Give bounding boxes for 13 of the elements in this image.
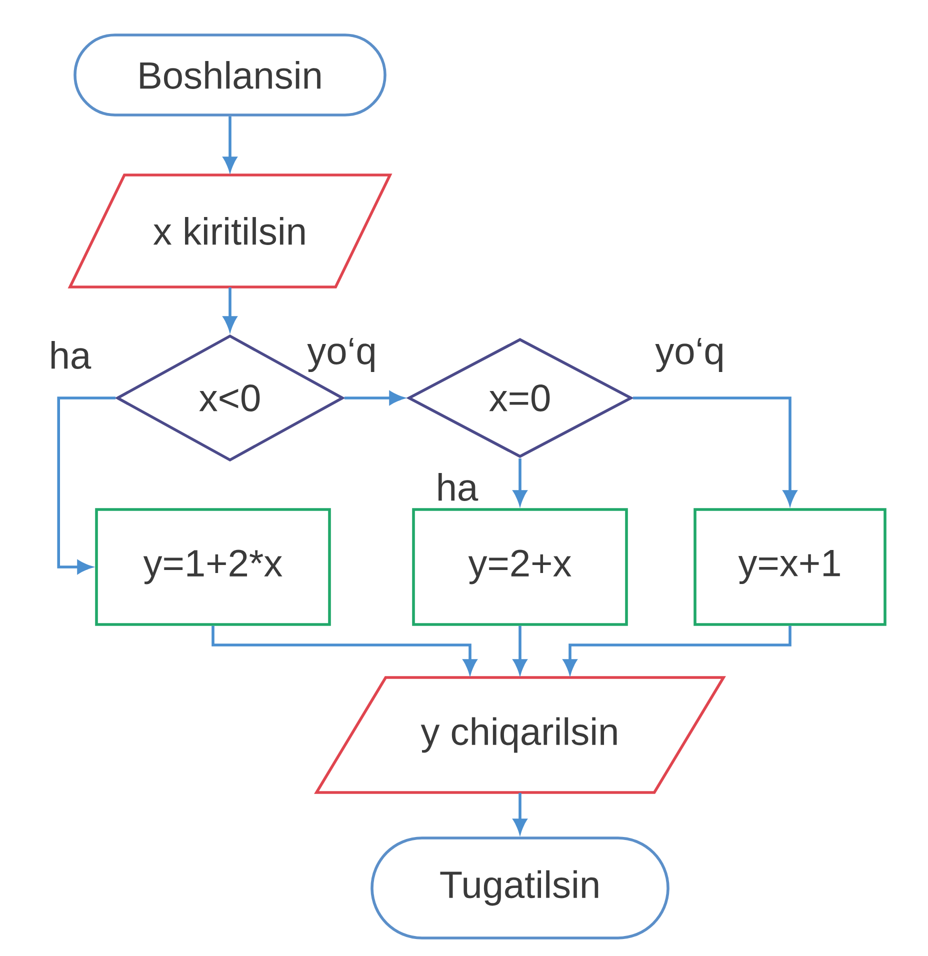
- edge-label: ha: [46, 339, 94, 371]
- arrow: [513, 792, 527, 834]
- process-box: y=2+x: [412, 508, 628, 626]
- process-box: y=1+2*x: [95, 508, 331, 626]
- arrow: [513, 458, 527, 505]
- arrow: [632, 396, 797, 505]
- arrow: [344, 391, 404, 405]
- arrow: [57, 396, 116, 574]
- edge-label: ha: [434, 471, 480, 503]
- terminal-box: Boshlansin: [74, 34, 386, 116]
- process-box: y=x+1: [694, 508, 886, 626]
- terminal-box: Tugatilsin: [370, 836, 670, 940]
- edge-label: yo‘q: [653, 336, 727, 374]
